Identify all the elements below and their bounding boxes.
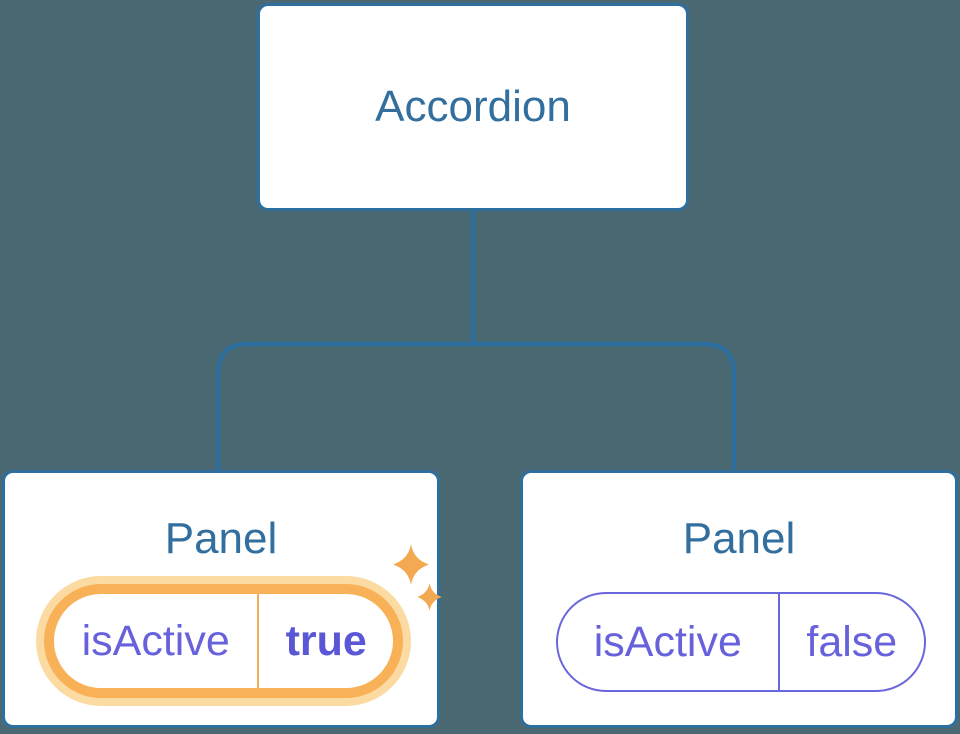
sparkle-icon — [417, 583, 442, 611]
state-pill-active: isActive true — [44, 584, 403, 698]
state-key-label: isActive — [81, 616, 230, 665]
pill-divider — [257, 594, 260, 688]
panel-node-inactive: Panel isActive false — [520, 470, 958, 728]
panel-node-active: Panel isActive true — [2, 470, 442, 728]
sparkle-icon — [393, 544, 429, 585]
panel-node-label: Panel — [682, 514, 796, 563]
accordion-node-label: Accordion — [375, 82, 571, 131]
state-value-label: true — [285, 616, 367, 665]
accordion-node: Accordion — [257, 3, 689, 211]
pill-divider — [777, 594, 780, 690]
state-value-label: false — [806, 617, 898, 666]
connector-branches — [215, 341, 737, 472]
state-pill-inactive: isActive false — [556, 592, 926, 692]
panel-node-label: Panel — [164, 514, 278, 563]
state-key-label: isActive — [593, 617, 742, 666]
